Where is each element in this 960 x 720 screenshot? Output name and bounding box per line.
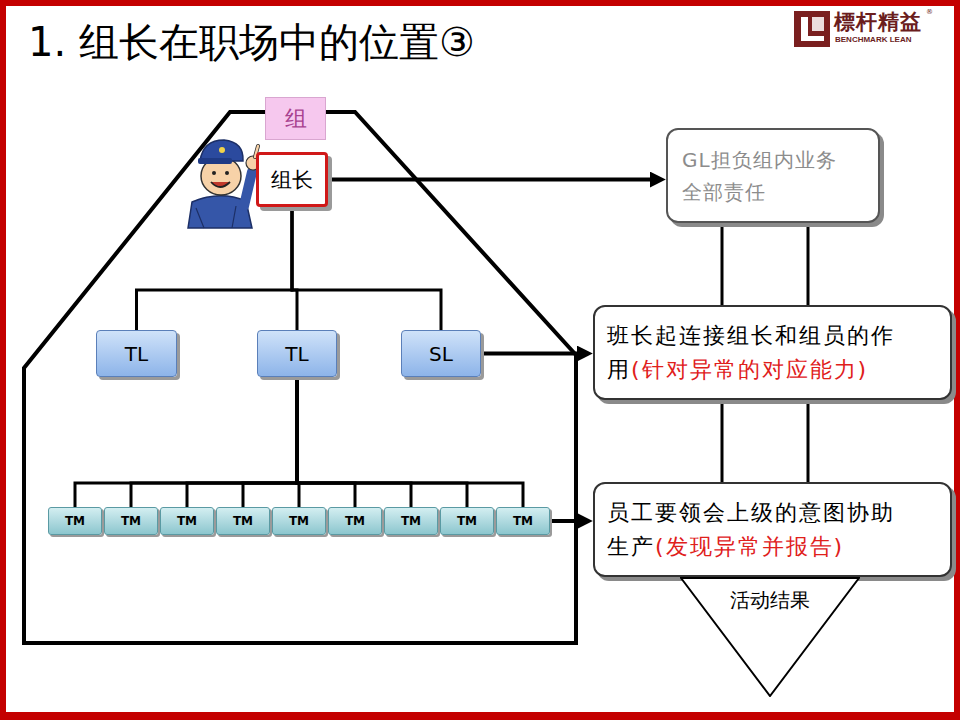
text-holder: TM <box>457 514 477 528</box>
tree-connector <box>297 377 355 507</box>
text-holder: SL <box>429 342 453 366</box>
node-text: TM <box>401 514 421 528</box>
member-box: TM <box>272 507 326 535</box>
node-text: TL <box>125 342 148 366</box>
logo-icon <box>794 11 830 47</box>
house-frame: 组组长 TL TL SL TM TM TM TM TM TM TM TM TM <box>22 97 578 645</box>
text-holder: TM <box>401 514 421 528</box>
tree-connector <box>722 223 808 305</box>
slide-title: 1. 组长在职场中的位置③ <box>28 16 475 68</box>
team-leader-box: TL <box>257 330 337 377</box>
role-note: 班长起连接组长和组员的作用(针对异常的对应能力) <box>593 305 952 400</box>
leader-box: 组长 <box>256 152 328 207</box>
text-holder: 组长 <box>271 166 313 194</box>
text-holder: TM <box>513 514 533 528</box>
member-box: TM <box>216 507 270 535</box>
tree-connector <box>75 377 297 507</box>
node-text: TM <box>177 514 197 528</box>
text-holder: 员工要领会上级的意图协助生产(发现异常并报告) <box>607 496 914 564</box>
node-text: TM <box>457 514 477 528</box>
tree-connector <box>297 377 467 507</box>
team-leader-box: TL <box>96 330 177 377</box>
role-note: 员工要领会上级的意图协助生产(发现异常并报告) <box>593 482 952 577</box>
logo-text: 標杆精益 <box>834 9 922 35</box>
tree-connector <box>137 207 293 330</box>
highlight-text: (针对异常的对应能力) <box>631 357 868 382</box>
node-text: TM <box>345 514 365 528</box>
node-text: TM <box>289 514 309 528</box>
text-holder: 活动结果 <box>680 577 860 614</box>
text-holder: TM <box>65 514 85 528</box>
group-tag: 组 <box>265 97 326 140</box>
role-note: GL担负组内业务全部责任 <box>666 128 880 223</box>
text-holder: TM <box>233 514 253 528</box>
tree-connector <box>187 377 297 507</box>
member-box: TM <box>496 507 550 535</box>
logo-subtext: BENCHMARK LEAN <box>835 35 911 45</box>
node-text: TM <box>233 514 253 528</box>
node-text: TM <box>65 514 85 528</box>
registered-mark: ® <box>926 8 933 16</box>
tree-connector <box>131 377 297 507</box>
node-text: TM <box>121 514 141 528</box>
text-holder: TM <box>345 514 365 528</box>
node-text: 活动结果 <box>730 588 810 612</box>
text-holder: TM <box>121 514 141 528</box>
text-holder: GL担负组内业务全部责任 <box>682 144 854 208</box>
sub-leader-box: SL <box>401 330 481 377</box>
tree-connector <box>243 377 297 507</box>
text-holder: 班长起连接组长和组员的作用(针对异常的对应能力) <box>607 319 914 387</box>
member-box: TM <box>440 507 494 535</box>
text-holder: TM <box>177 514 197 528</box>
node-text: SL <box>429 342 453 366</box>
text-holder: TL <box>125 342 148 366</box>
tree-connector <box>297 377 411 507</box>
triangle-outline-path <box>681 578 859 696</box>
member-box: TM <box>160 507 214 535</box>
member-box: TM <box>384 507 438 535</box>
tree-connector <box>292 207 441 330</box>
result-triangle: 活动结果 <box>680 577 860 697</box>
member-box: TM <box>104 507 158 535</box>
node-text: TL <box>285 342 308 366</box>
highlight-text: (发现异常并报告) <box>655 534 844 559</box>
member-box: TM <box>328 507 382 535</box>
arrow-connector <box>482 352 580 356</box>
tree-connector <box>297 377 523 507</box>
member-box: TM <box>48 507 102 535</box>
node-text: GL担负组内业务全部责任 <box>682 148 837 204</box>
node-text: TM <box>513 514 533 528</box>
tree-connector <box>722 400 808 482</box>
text-holder: TL <box>285 342 308 366</box>
house-outline-path <box>24 112 576 643</box>
text-holder: TM <box>289 514 309 528</box>
node-text: 组长 <box>271 168 313 192</box>
arrow-connector <box>329 178 653 182</box>
